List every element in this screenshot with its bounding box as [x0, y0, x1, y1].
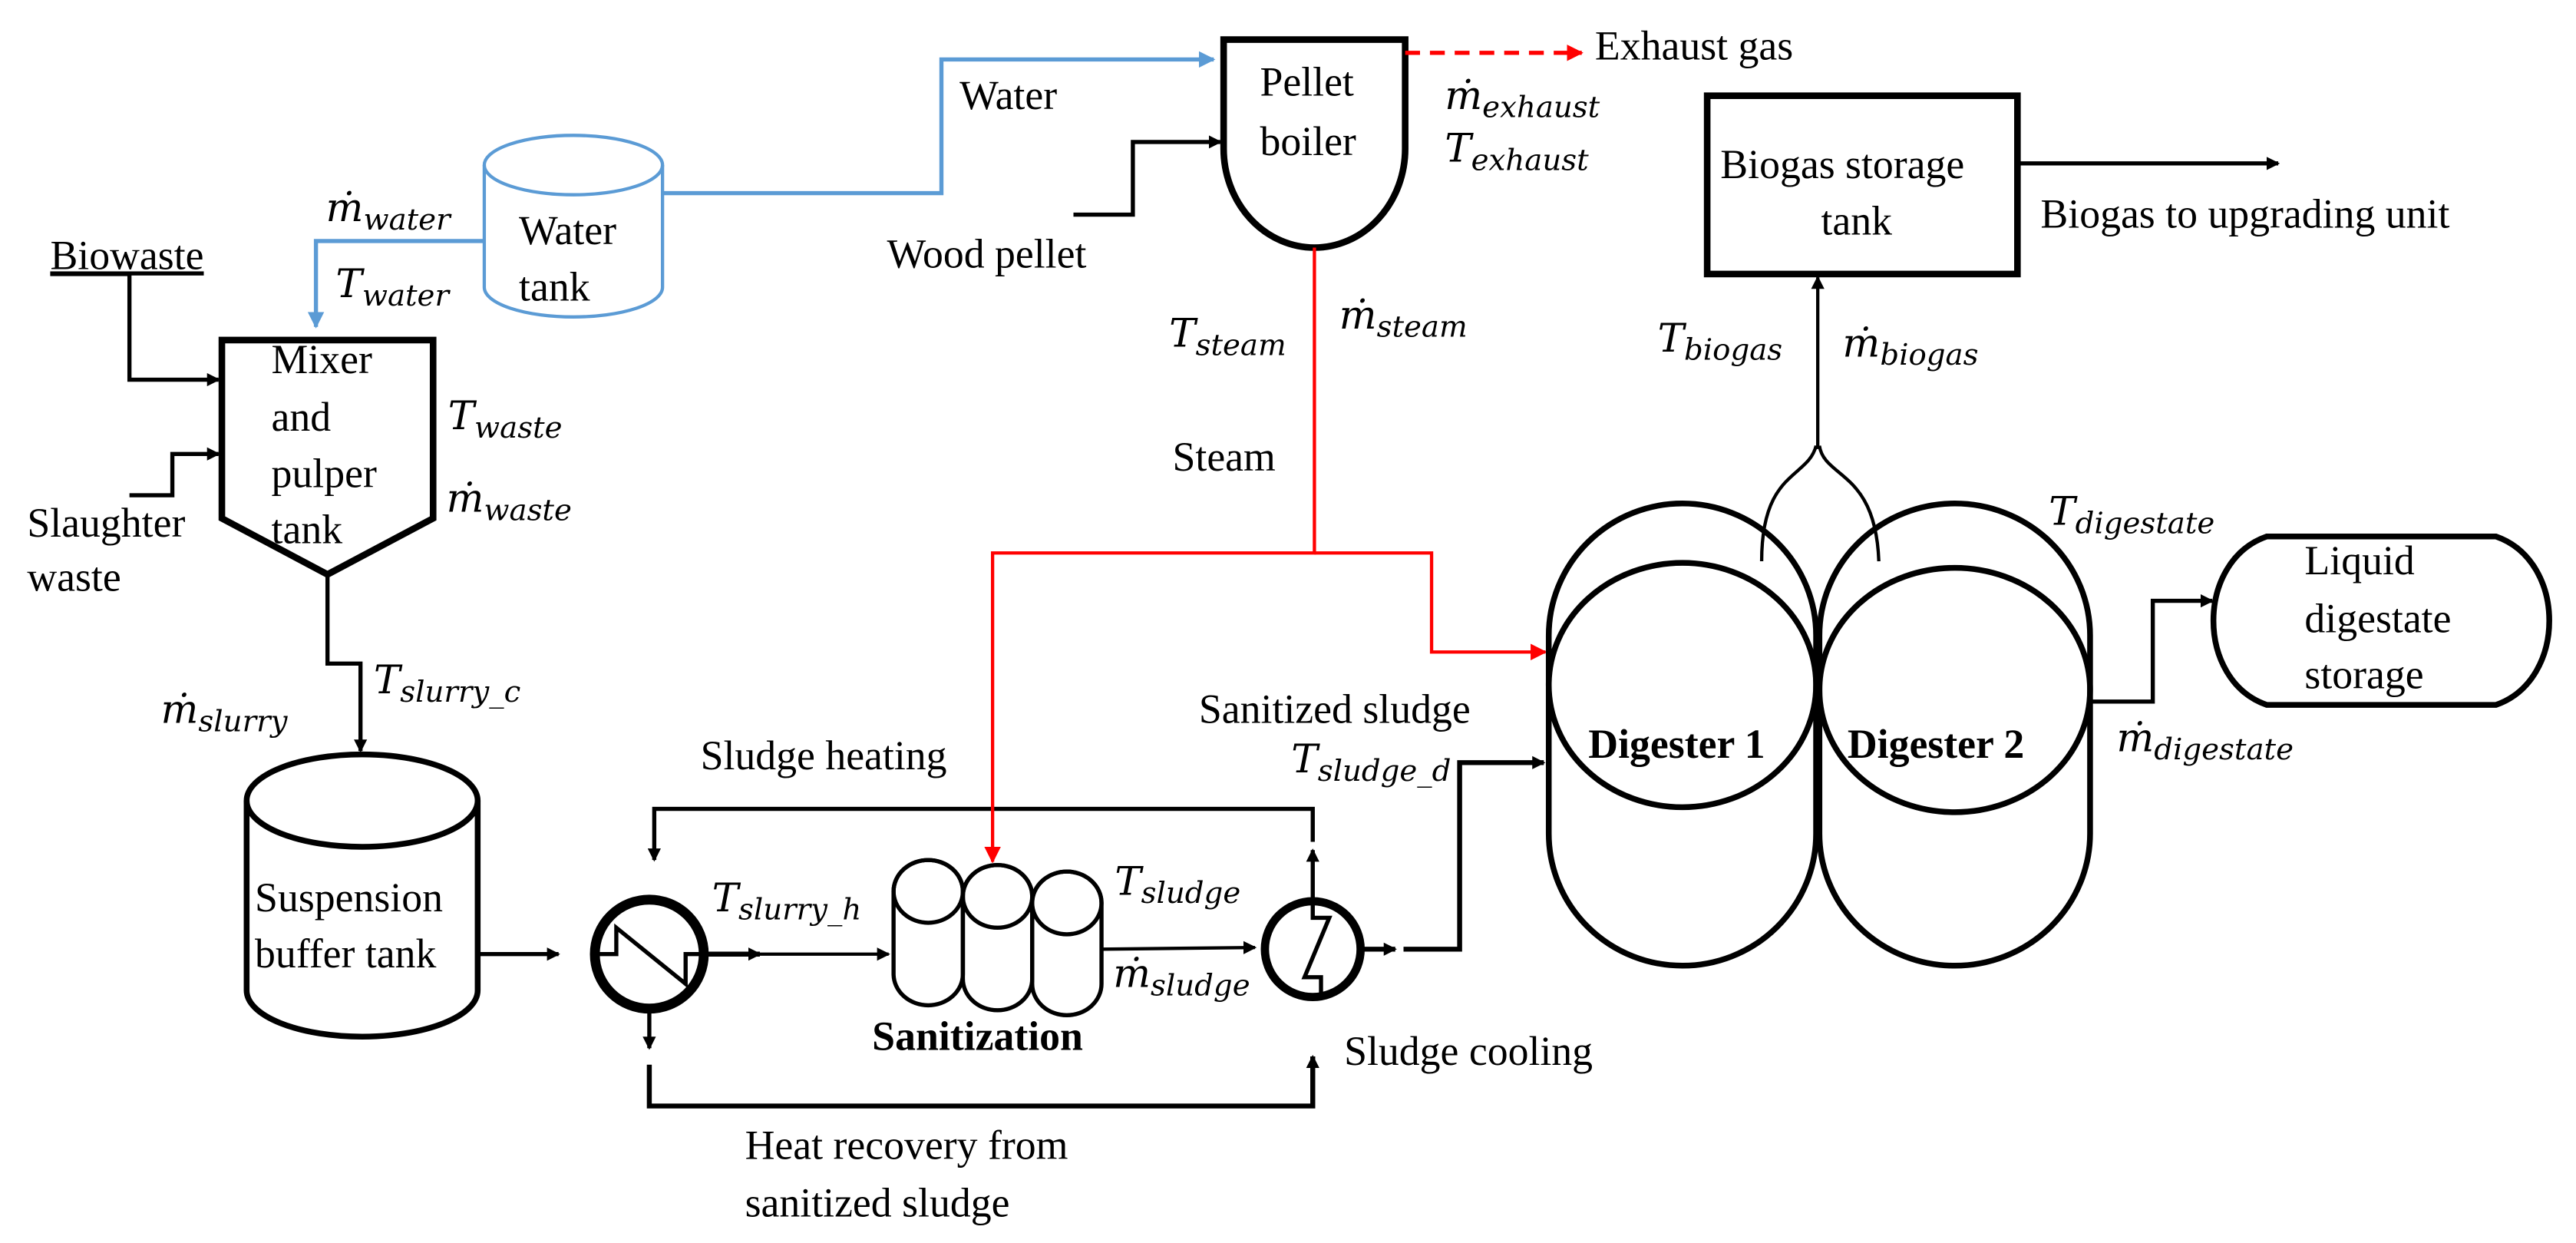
var-m-sludge: ṁsludge — [1113, 951, 1250, 1003]
digestate-label-3: storage — [2304, 652, 2423, 698]
mixer-label-2: and — [272, 394, 332, 440]
buffer-label-1: Suspension — [255, 874, 443, 921]
wood-pellet-line — [1073, 135, 1222, 217]
slurry-line — [325, 574, 368, 753]
mixer-label-1: Mixer — [272, 336, 372, 382]
sludge-heating-loop — [647, 806, 1315, 862]
sanitization-tanks[interactable]: Sanitization — [872, 858, 1104, 1059]
slaughter-waste-line — [129, 447, 220, 498]
biogas-upgrading-label: Biogas to upgrading unit — [2040, 191, 2449, 237]
sludge-line — [1101, 941, 1257, 954]
steam-to-digester-line — [1314, 551, 1547, 661]
water-tank-label-1: Water — [519, 207, 616, 253]
digester-1-label: Digester 1 — [1588, 721, 1765, 767]
digestate-label-2: digestate — [2304, 595, 2451, 641]
heat-recovery-label-1: Heat recovery from — [745, 1122, 1068, 1168]
heat-recovery-label-2: sanitized sludge — [745, 1180, 1010, 1226]
water-tank[interactable]: Water tank — [482, 134, 665, 319]
var-T-biogas: Tbiogas — [1658, 316, 1783, 368]
suspension-buffer-tank[interactable]: Suspension buffer tank — [243, 751, 481, 1040]
digester-2-label: Digester 2 — [1848, 721, 2024, 767]
water-to-mixer-line — [307, 239, 484, 329]
slaughter-label-1: Slaughter — [27, 500, 185, 546]
water-stream-label: Water — [959, 72, 1057, 118]
var-m-steam: ṁsteam — [1339, 293, 1468, 345]
mixer-pulper-tank[interactable]: Mixer and pulper tank — [218, 336, 437, 579]
digestate-line — [2089, 594, 2214, 704]
sludge-cooling-label: Sludge cooling — [1344, 1028, 1593, 1074]
sanitized-sludge-line — [1403, 755, 1546, 952]
var-T-waste: Twaste — [448, 393, 563, 445]
boiler-label-2: boiler — [1260, 118, 1356, 164]
slaughter-label-2: waste — [27, 554, 121, 600]
var-m-waste: ṁwaste — [446, 476, 571, 528]
liquid-digestate-storage[interactable]: Liquid digestate storage — [2211, 534, 2552, 708]
exhaust-gas-label: Exhaust gas — [1595, 22, 1793, 68]
pellet-boiler[interactable]: Pellet boiler — [1220, 36, 1409, 251]
var-m-exhaust: ṁexhaust — [1445, 73, 1600, 125]
biogas-storage-label-2: tank — [1821, 197, 1892, 243]
biogas-storage-label-1: Biogas storage — [1720, 141, 1964, 187]
var-T-slurry-h: Tslurry_h — [712, 875, 862, 927]
mixer-label-3: pulper — [272, 450, 377, 496]
biowaste-label: Biowaste — [50, 232, 203, 278]
digester-1[interactable]: Digester 1 — [1545, 501, 1819, 969]
var-m-biogas: ṁbiogas — [1842, 320, 1978, 372]
var-T-sludge: Tsludge — [1115, 858, 1240, 911]
biogas-collector-lines — [1759, 445, 1881, 562]
sludge-heating-label: Sludge heating — [701, 732, 947, 779]
digestate-label-1: Liquid — [2304, 537, 2414, 583]
heat-exchanger-sludge-cooling[interactable] — [1260, 897, 1365, 1002]
water-to-boiler-line — [662, 51, 1216, 196]
biowaste-line — [50, 272, 220, 387]
steam-to-sanitization-line — [984, 247, 1316, 864]
steam-label: Steam — [1172, 434, 1275, 480]
digester-2[interactable]: Digester 2 — [1816, 501, 2093, 969]
water-tank-label-2: tank — [519, 263, 590, 309]
var-T-sludge-d: Tsludge_d — [1291, 736, 1451, 788]
sanitization-label: Sanitization — [872, 1013, 1083, 1059]
var-m-digestate: ṁdigestate — [2116, 715, 2294, 767]
heat-recovery-loop — [646, 1054, 1319, 1109]
var-T-exhaust: Texhaust — [1445, 126, 1589, 178]
heat-exchanger-sludge-heating[interactable] — [590, 894, 709, 1014]
var-T-water: Twater — [335, 261, 451, 313]
var-T-steam: Tsteam — [1169, 311, 1286, 363]
wood-pellet-label: Wood pellet — [887, 230, 1087, 276]
boiler-label-1: Pellet — [1260, 59, 1353, 105]
var-T-digestate: Tdigestate — [2049, 489, 2214, 541]
biogas-storage-tank[interactable]: Biogas storage tank — [1703, 92, 2021, 278]
var-m-water: ṁwater — [326, 185, 453, 237]
mixer-label-4: tank — [272, 506, 343, 552]
var-m-slurry: ṁslurry — [161, 687, 289, 739]
buffer-label-2: buffer tank — [255, 931, 436, 977]
var-T-slurry-c: Tslurry_c — [374, 657, 520, 709]
sanitized-sludge-label: Sanitized sludge — [1199, 686, 1471, 732]
